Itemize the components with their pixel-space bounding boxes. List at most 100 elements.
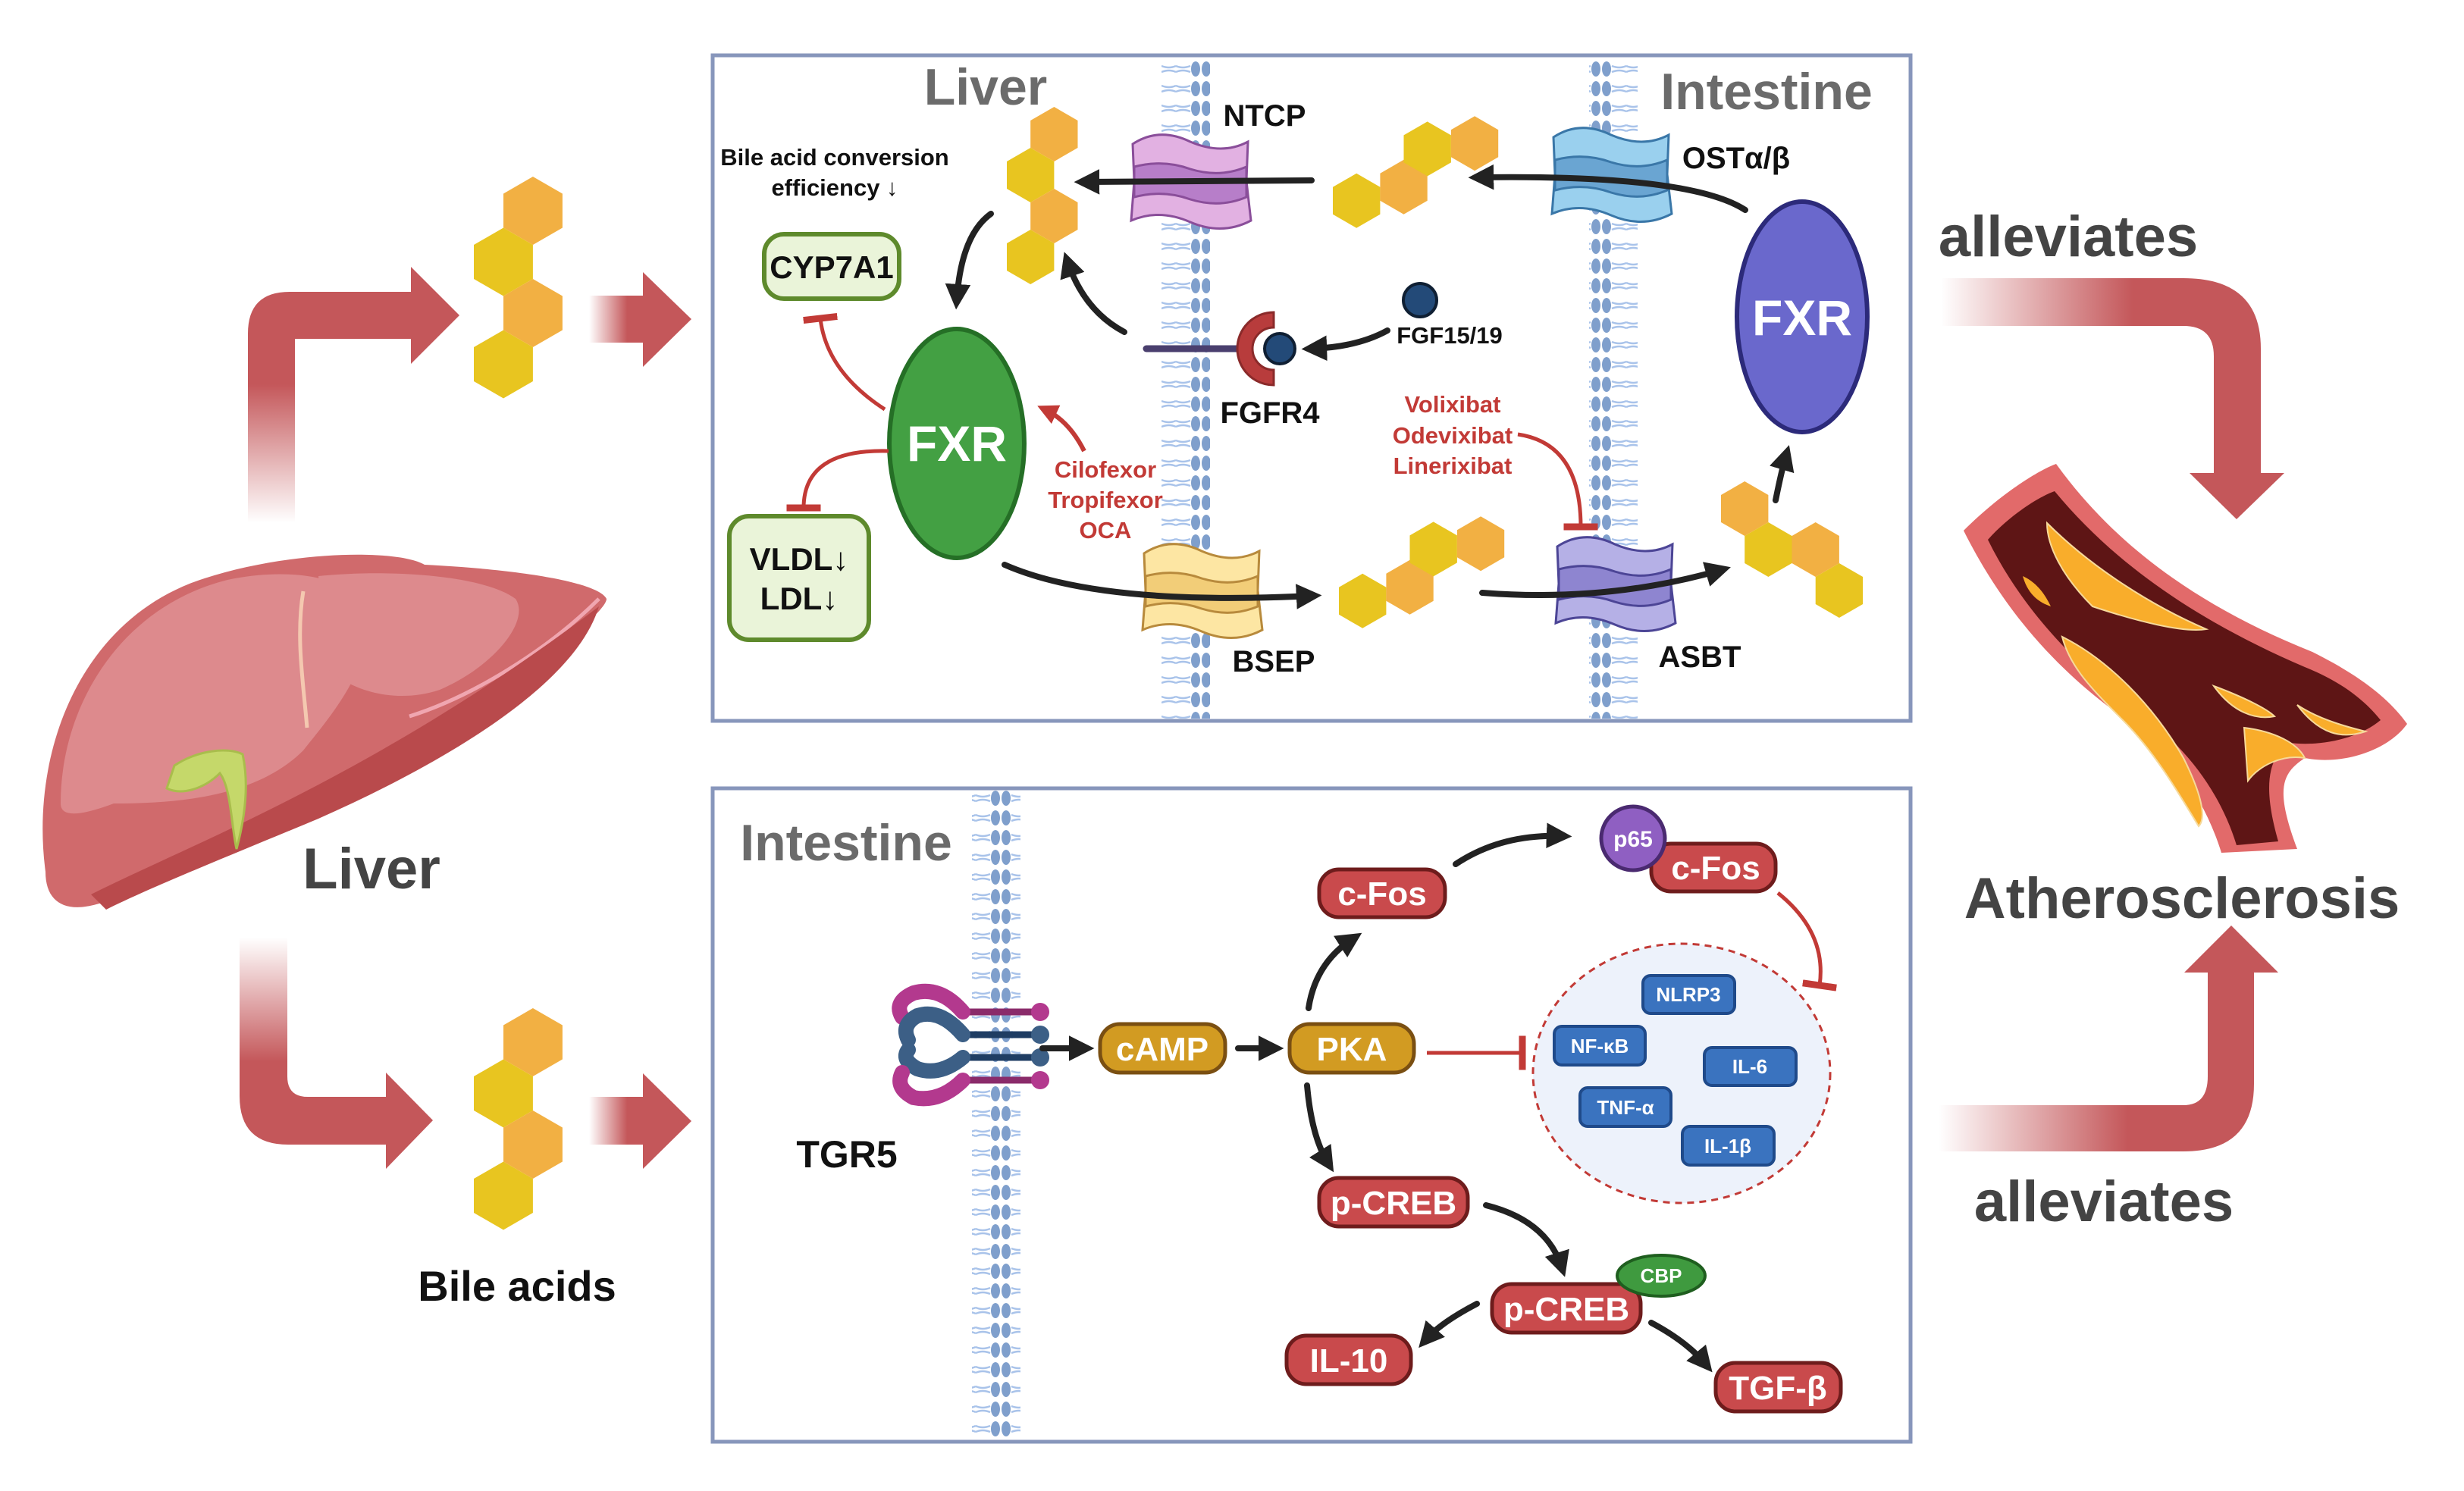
ldl-label: LDL↓ (760, 581, 839, 616)
ntcp-uptake-arrow (1074, 169, 1315, 195)
inflammatory-node-il1b: IL-1β (1681, 1125, 1776, 1167)
p65-label: p65 (1613, 827, 1653, 852)
hexagon-ring (1007, 148, 1055, 202)
transporter-channel (1553, 155, 1669, 198)
tgfb-node: TGF-β (1713, 1361, 1843, 1414)
bile-acid-to-fxr-arrow (945, 211, 994, 310)
conversion-note-line2: efficiency ↓ (771, 174, 898, 201)
hexagon-ring (1815, 563, 1864, 618)
fxr-intestine-label: FXR (1752, 290, 1852, 346)
flow-arrow-liver-to-fxr-panel (248, 267, 459, 523)
complex-to-il10-arrow (1419, 1301, 1480, 1348)
fxr-inhibits-cyp7a1 (803, 312, 886, 412)
flow-arrow-fxr-to-atherosclerosis (1941, 278, 2284, 519)
cyp7a1-node: CYP7A1 (762, 232, 901, 301)
hexagon-ring (503, 1008, 563, 1076)
hexagon-bile-acid-hepatocyte (1007, 107, 1078, 284)
atherosclerosis-label: Atherosclerosis (1964, 866, 2400, 931)
hexagon-ring (1792, 522, 1839, 577)
drug-odevixibat: Odevixibat (1393, 422, 1513, 449)
pka-to-cfos-arrow (1306, 932, 1362, 1011)
asbt-transporter (1554, 536, 1677, 632)
fgfr4-feedback-arrow (1060, 252, 1127, 335)
il10-label: IL-10 (1310, 1342, 1388, 1380)
bile-acid-to-intestinal-fxr-arrow (1770, 445, 1795, 503)
atherosclerotic-artery-illustration (1964, 464, 2407, 853)
tnfa-label: TNF-α (1597, 1096, 1654, 1119)
tgr5-receptor (892, 983, 1049, 1107)
inflammatory-node-nfkb: NF-κB (1553, 1025, 1647, 1067)
fgfr4-label: FGFR4 (1220, 396, 1320, 430)
hexagon-ring (1450, 116, 1499, 171)
hexagon-ring (1386, 559, 1434, 615)
hexagon-ring (1745, 522, 1792, 577)
bsep-export-arrow (1002, 562, 1322, 609)
hexagon-ring (474, 330, 533, 399)
pcreb-to-complex-arrow (1483, 1202, 1569, 1277)
ost-label: OSTα/β (1682, 142, 1790, 175)
drug-linerixibat: Linerixibat (1393, 453, 1513, 479)
cfos-node: c-Fos (1317, 867, 1447, 919)
cbp-label: CBP (1641, 1264, 1682, 1287)
nfkb-label: NF-κB (1571, 1035, 1629, 1057)
hexagon-ring (1456, 516, 1505, 572)
pka-to-pcreb-arrow (1304, 1082, 1334, 1173)
inflammatory-node-il6: IL-6 (1703, 1046, 1798, 1087)
fxr-panel-liver-title: Liver (924, 58, 1048, 116)
hexagon-ring (503, 279, 563, 347)
hexagon-ring (1339, 573, 1387, 628)
asbt-inhibition-line (1517, 432, 1598, 531)
bsep-transporter (1141, 543, 1264, 639)
hexagon-ring (474, 227, 533, 296)
vldl-label: VLDL↓ (750, 541, 849, 577)
bsep-label: BSEP (1233, 645, 1315, 678)
liver-label: Liver (303, 837, 440, 901)
fxr-intestine-node: FXR (1735, 199, 1870, 434)
ost-efflux-arrow (1468, 164, 1748, 213)
cfos-complex-label: c-Fos (1671, 850, 1760, 887)
ost-transporter (1550, 127, 1673, 223)
fxr-agonist-list: Cilofexor Tropifexor OCA (1048, 456, 1163, 543)
liver-illustration (42, 554, 607, 910)
alleviates-top-label: alleviates (1939, 205, 2198, 269)
hexagon-ring (474, 1161, 533, 1230)
flow-arrow-liver-to-tgr5-panel (240, 938, 433, 1169)
agonist-activation-arrow (1037, 405, 1086, 453)
fgf15-19-label: FGF15/19 (1397, 322, 1503, 349)
p65-cfos-complex: c-Fos p65 (1599, 804, 1778, 894)
tgfb-label: TGF-β (1729, 1370, 1827, 1407)
hexagon-bile-acid-enterocyte (1721, 481, 1864, 618)
asbt-uptake-arrow (1479, 562, 1731, 599)
lipids-node: VLDL↓ LDL↓ (727, 514, 871, 642)
pcreb-label: p-CREB (1331, 1185, 1456, 1222)
alleviates-bottom-label: alleviates (1974, 1170, 2234, 1234)
hexagon-ring (1409, 522, 1457, 577)
cfos-complex-inhibition-line (1776, 891, 1837, 991)
ntcp-label: NTCP (1224, 99, 1306, 133)
pcreb-node: p-CREB (1317, 1176, 1470, 1229)
hexagon-bile-acid-upper-left (474, 177, 563, 399)
pka-node: PKA (1287, 1022, 1416, 1075)
pcreb-complex-label: p-CREB (1503, 1291, 1629, 1328)
tgr5-panel-intestine-title: Intestine (740, 814, 952, 872)
hexagon-bile-acid-lumen (1339, 516, 1505, 628)
cfos-to-p65-complex-arrow (1453, 822, 1572, 867)
tgr5-label: TGR5 (796, 1133, 897, 1176)
cyp7a1-label: CYP7A1 (770, 249, 893, 285)
nlrp3-label: NLRP3 (1656, 983, 1720, 1006)
camp-label: cAMP (1116, 1031, 1208, 1068)
camp-node: cAMP (1098, 1022, 1227, 1075)
hexagon-bile-acid-portal (1333, 116, 1499, 228)
hexagon-ring (503, 1110, 563, 1179)
hexagon-ring (1030, 189, 1078, 243)
fxr-liver-node: FXR (887, 327, 1027, 560)
inflammatory-cluster: NLRP3 NF-κB IL-6 TNF-α IL-1β (1531, 942, 1832, 1204)
flow-arrow-bile-acid-into-fxr-panel (589, 272, 691, 367)
hexagon-ring (1007, 230, 1055, 284)
hexagon-ring (1333, 173, 1381, 228)
hexagon-ring (1030, 107, 1078, 161)
hexagon-ring (503, 177, 563, 245)
bile-acids-label: Bile acids (418, 1262, 616, 1310)
flow-arrow-tgr5-to-atherosclerosis (1939, 926, 2278, 1151)
